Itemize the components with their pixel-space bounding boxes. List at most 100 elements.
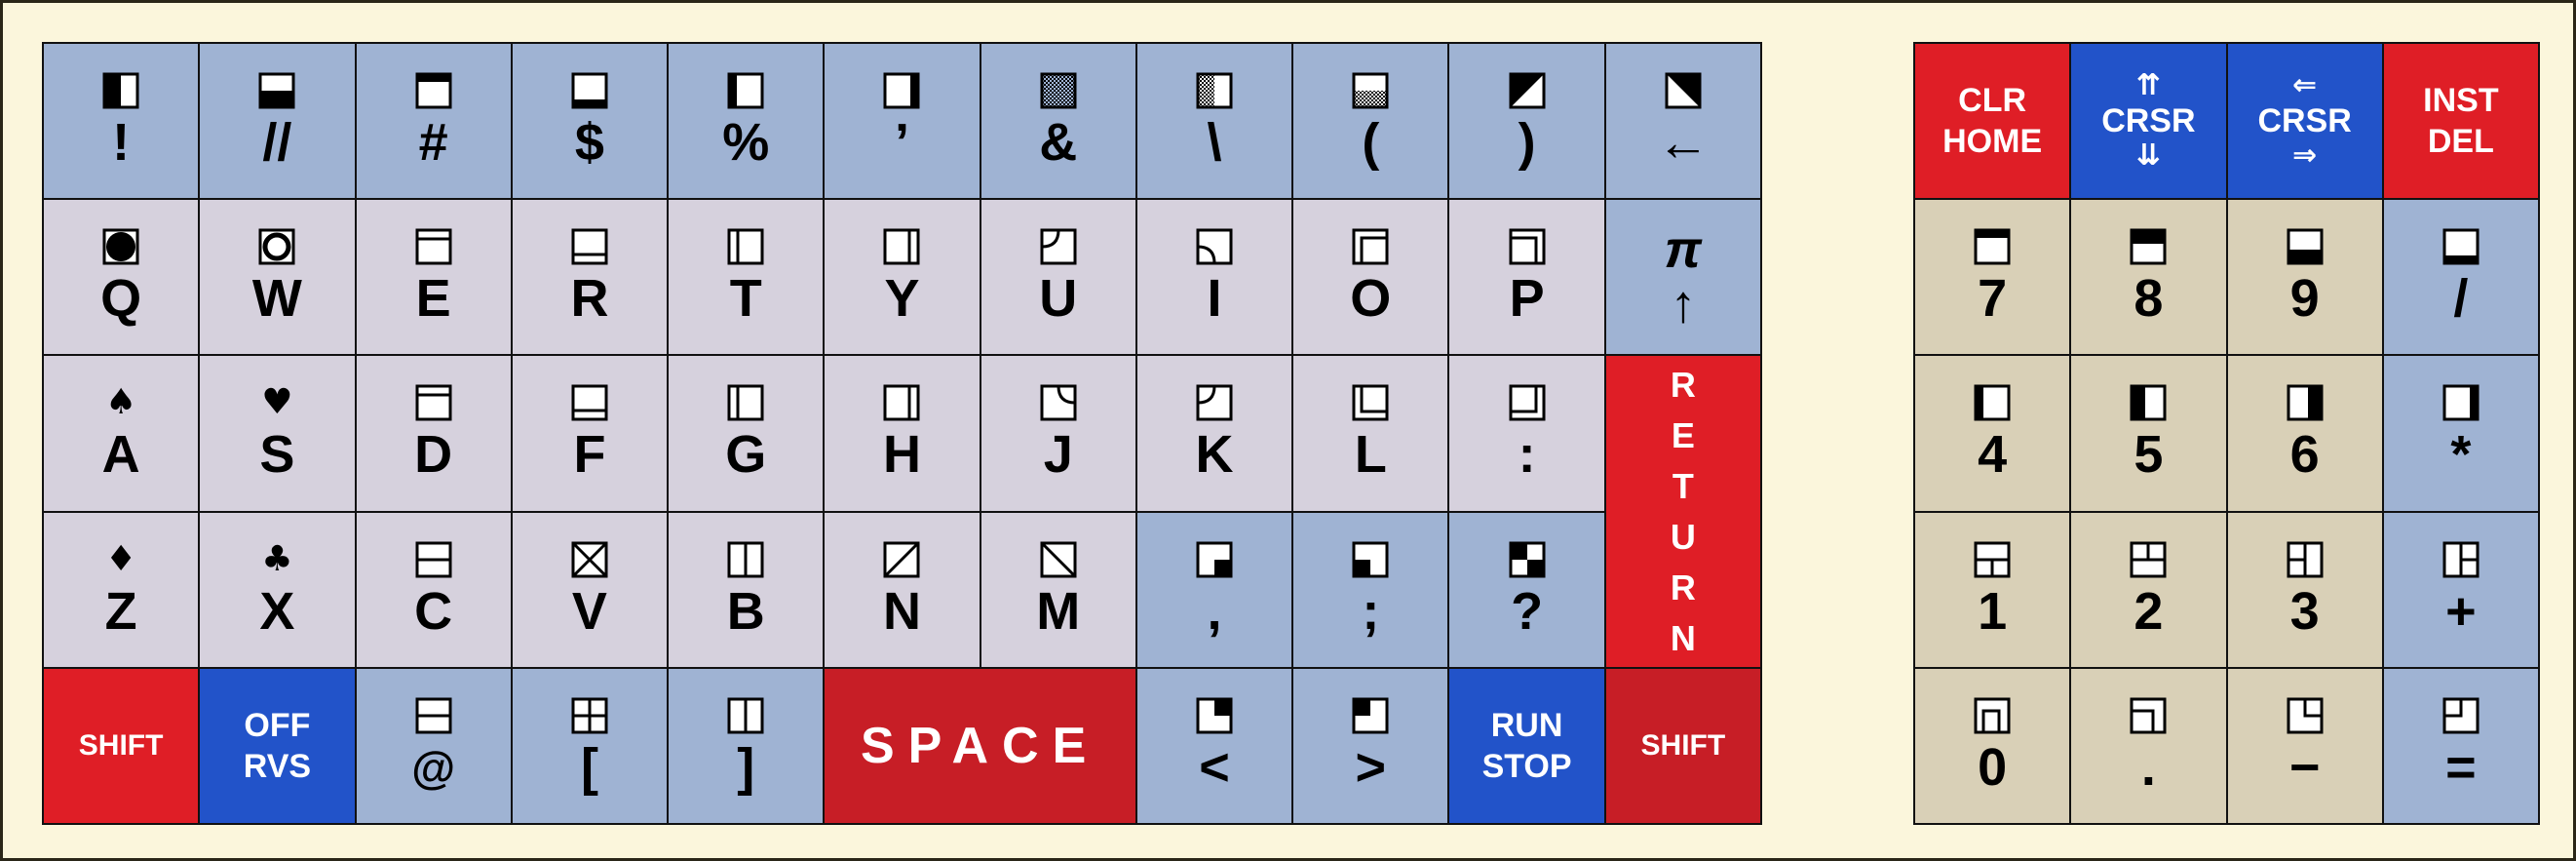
- petscii-half-left-icon: [102, 72, 139, 109]
- key-shift-right[interactable]: SHIFT: [1605, 668, 1760, 823]
- key-crsr-vertical[interactable]: ⇈CRSR⇊: [2071, 44, 2226, 199]
- key-x[interactable]: ♣X: [200, 512, 355, 667]
- key-row1-9[interactable]: ): [1449, 44, 1604, 199]
- key-keypad-0-3[interactable]: /: [2383, 200, 2538, 355]
- key-shift-left[interactable]: SHIFT: [44, 668, 199, 823]
- key-m[interactable]: M: [980, 512, 1135, 667]
- petscii-plus-icon: [571, 697, 608, 734]
- petscii-quad-tl-icon: [1352, 697, 1389, 734]
- key-legend: 8: [2134, 269, 2164, 329]
- key-keypad-0-2[interactable]: 9: [2227, 200, 2382, 355]
- key-punct-7[interactable]: ,: [1136, 512, 1292, 667]
- key-keypad-1-3[interactable]: *: [2383, 356, 2538, 511]
- key-row1-0[interactable]: !: [44, 44, 199, 199]
- key-rbracket[interactable]: ]: [669, 668, 824, 823]
- key-legend: *: [2450, 425, 2472, 485]
- key-legend: +: [2445, 581, 2477, 641]
- key-row1-4[interactable]: %: [669, 44, 824, 199]
- key-row1-3[interactable]: $: [512, 44, 668, 199]
- key-punct-9[interactable]: ?: [1449, 512, 1604, 667]
- key-crsr-horizontal[interactable]: ⇐CRSR⇒: [2227, 44, 2382, 199]
- key-f[interactable]: F: [512, 356, 668, 511]
- key-o[interactable]: O: [1293, 200, 1448, 355]
- key-row1-1[interactable]: //: [200, 44, 355, 199]
- key-legend: %: [722, 113, 770, 173]
- key-keypad-1-0[interactable]: 4: [1915, 356, 2070, 511]
- key-keypad-1-2[interactable]: 6: [2227, 356, 2382, 511]
- crsr-right-arrow-icon: ⇒: [2292, 138, 2318, 174]
- key-a[interactable]: ♠A: [44, 356, 199, 511]
- key-legend: <: [1199, 737, 1230, 797]
- key-row1-7[interactable]: \: [1136, 44, 1292, 199]
- key-row1-5[interactable]: ʼ: [825, 44, 980, 199]
- key-keypad-3-3[interactable]: =: [2383, 668, 2538, 823]
- key-v[interactable]: V: [512, 512, 668, 667]
- key-space[interactable]: SPACE: [825, 668, 1135, 823]
- key-row1-10[interactable]: ←: [1605, 44, 1760, 199]
- key-legend: G: [725, 425, 767, 485]
- key-row1-8[interactable]: (: [1293, 44, 1448, 199]
- petscii-half-checker-icon: [1196, 72, 1233, 109]
- key-lbracket[interactable]: [: [512, 668, 668, 823]
- key-keypad-0-0[interactable]: 7: [1915, 200, 2070, 355]
- key-l[interactable]: L: [1293, 356, 1448, 511]
- key-keypad-2-0[interactable]: 1: [1915, 512, 2070, 667]
- key-word: INST: [2423, 82, 2499, 120]
- suit-icon: ♦: [104, 538, 137, 579]
- key-p[interactable]: P: [1449, 200, 1604, 355]
- key-keypad-1-1[interactable]: 5: [2071, 356, 2226, 511]
- key-keypad-2-1[interactable]: 2: [2071, 512, 2226, 667]
- key-q[interactable]: Q: [44, 200, 199, 355]
- key-legend: Y: [884, 269, 920, 329]
- petscii-corner-tr-icon: [1509, 228, 1546, 265]
- suit-icon: ♥: [261, 382, 293, 423]
- key-legend: !: [112, 113, 131, 173]
- key-w[interactable]: W: [200, 200, 355, 355]
- key-pi[interactable]: π↑: [1605, 200, 1760, 355]
- key-legend: Q: [100, 269, 142, 329]
- key-k[interactable]: K: [1136, 356, 1292, 511]
- key-legend: B: [726, 581, 765, 641]
- key-g[interactable]: G: [669, 356, 824, 511]
- key-keypad-2-2[interactable]: 3: [2227, 512, 2382, 667]
- key-d[interactable]: D: [356, 356, 511, 511]
- return-letter: R: [1670, 364, 1696, 405]
- key-keypad-0-1[interactable]: 8: [2071, 200, 2226, 355]
- key-gt[interactable]: >: [1293, 668, 1448, 823]
- key-i[interactable]: I: [1136, 200, 1292, 355]
- key-b[interactable]: B: [669, 512, 824, 667]
- key-j[interactable]: J: [980, 356, 1135, 511]
- suit-icon: ♣: [261, 538, 293, 579]
- key-keypad-3-1[interactable]: .: [2071, 668, 2226, 823]
- key-lt[interactable]: <: [1136, 668, 1292, 823]
- key-legend: −: [2288, 737, 2321, 797]
- petscii-half-bottom-icon: [258, 72, 295, 109]
- key-colon[interactable]: :: [1449, 356, 1604, 511]
- key-y[interactable]: Y: [825, 200, 980, 355]
- crsr-up-arrow-icon: ⇈: [2135, 68, 2161, 103]
- key-c[interactable]: C: [356, 512, 511, 667]
- key-h[interactable]: H: [825, 356, 980, 511]
- key-at[interactable]: @: [356, 668, 511, 823]
- key-keypad-3-2[interactable]: −: [2227, 668, 2382, 823]
- key-row1-2[interactable]: #: [356, 44, 511, 199]
- key-e[interactable]: E: [356, 200, 511, 355]
- key-row1-6[interactable]: &: [980, 44, 1135, 199]
- petscii-diag-down-icon: [1040, 541, 1077, 578]
- crsr-down-arrow-icon: ⇊: [2135, 138, 2161, 174]
- key-n[interactable]: N: [825, 512, 980, 667]
- key-u[interactable]: U: [980, 200, 1135, 355]
- key-r[interactable]: R: [512, 200, 668, 355]
- key-keypad-2-3[interactable]: +: [2383, 512, 2538, 667]
- key-punct-8[interactable]: ;: [1293, 512, 1448, 667]
- key-keypad-3-0[interactable]: 0: [1915, 668, 2070, 823]
- key-t[interactable]: T: [669, 200, 824, 355]
- key-s[interactable]: ♥S: [200, 356, 355, 511]
- key-legend: 7: [1978, 269, 2008, 329]
- key-z[interactable]: ♦Z: [44, 512, 199, 667]
